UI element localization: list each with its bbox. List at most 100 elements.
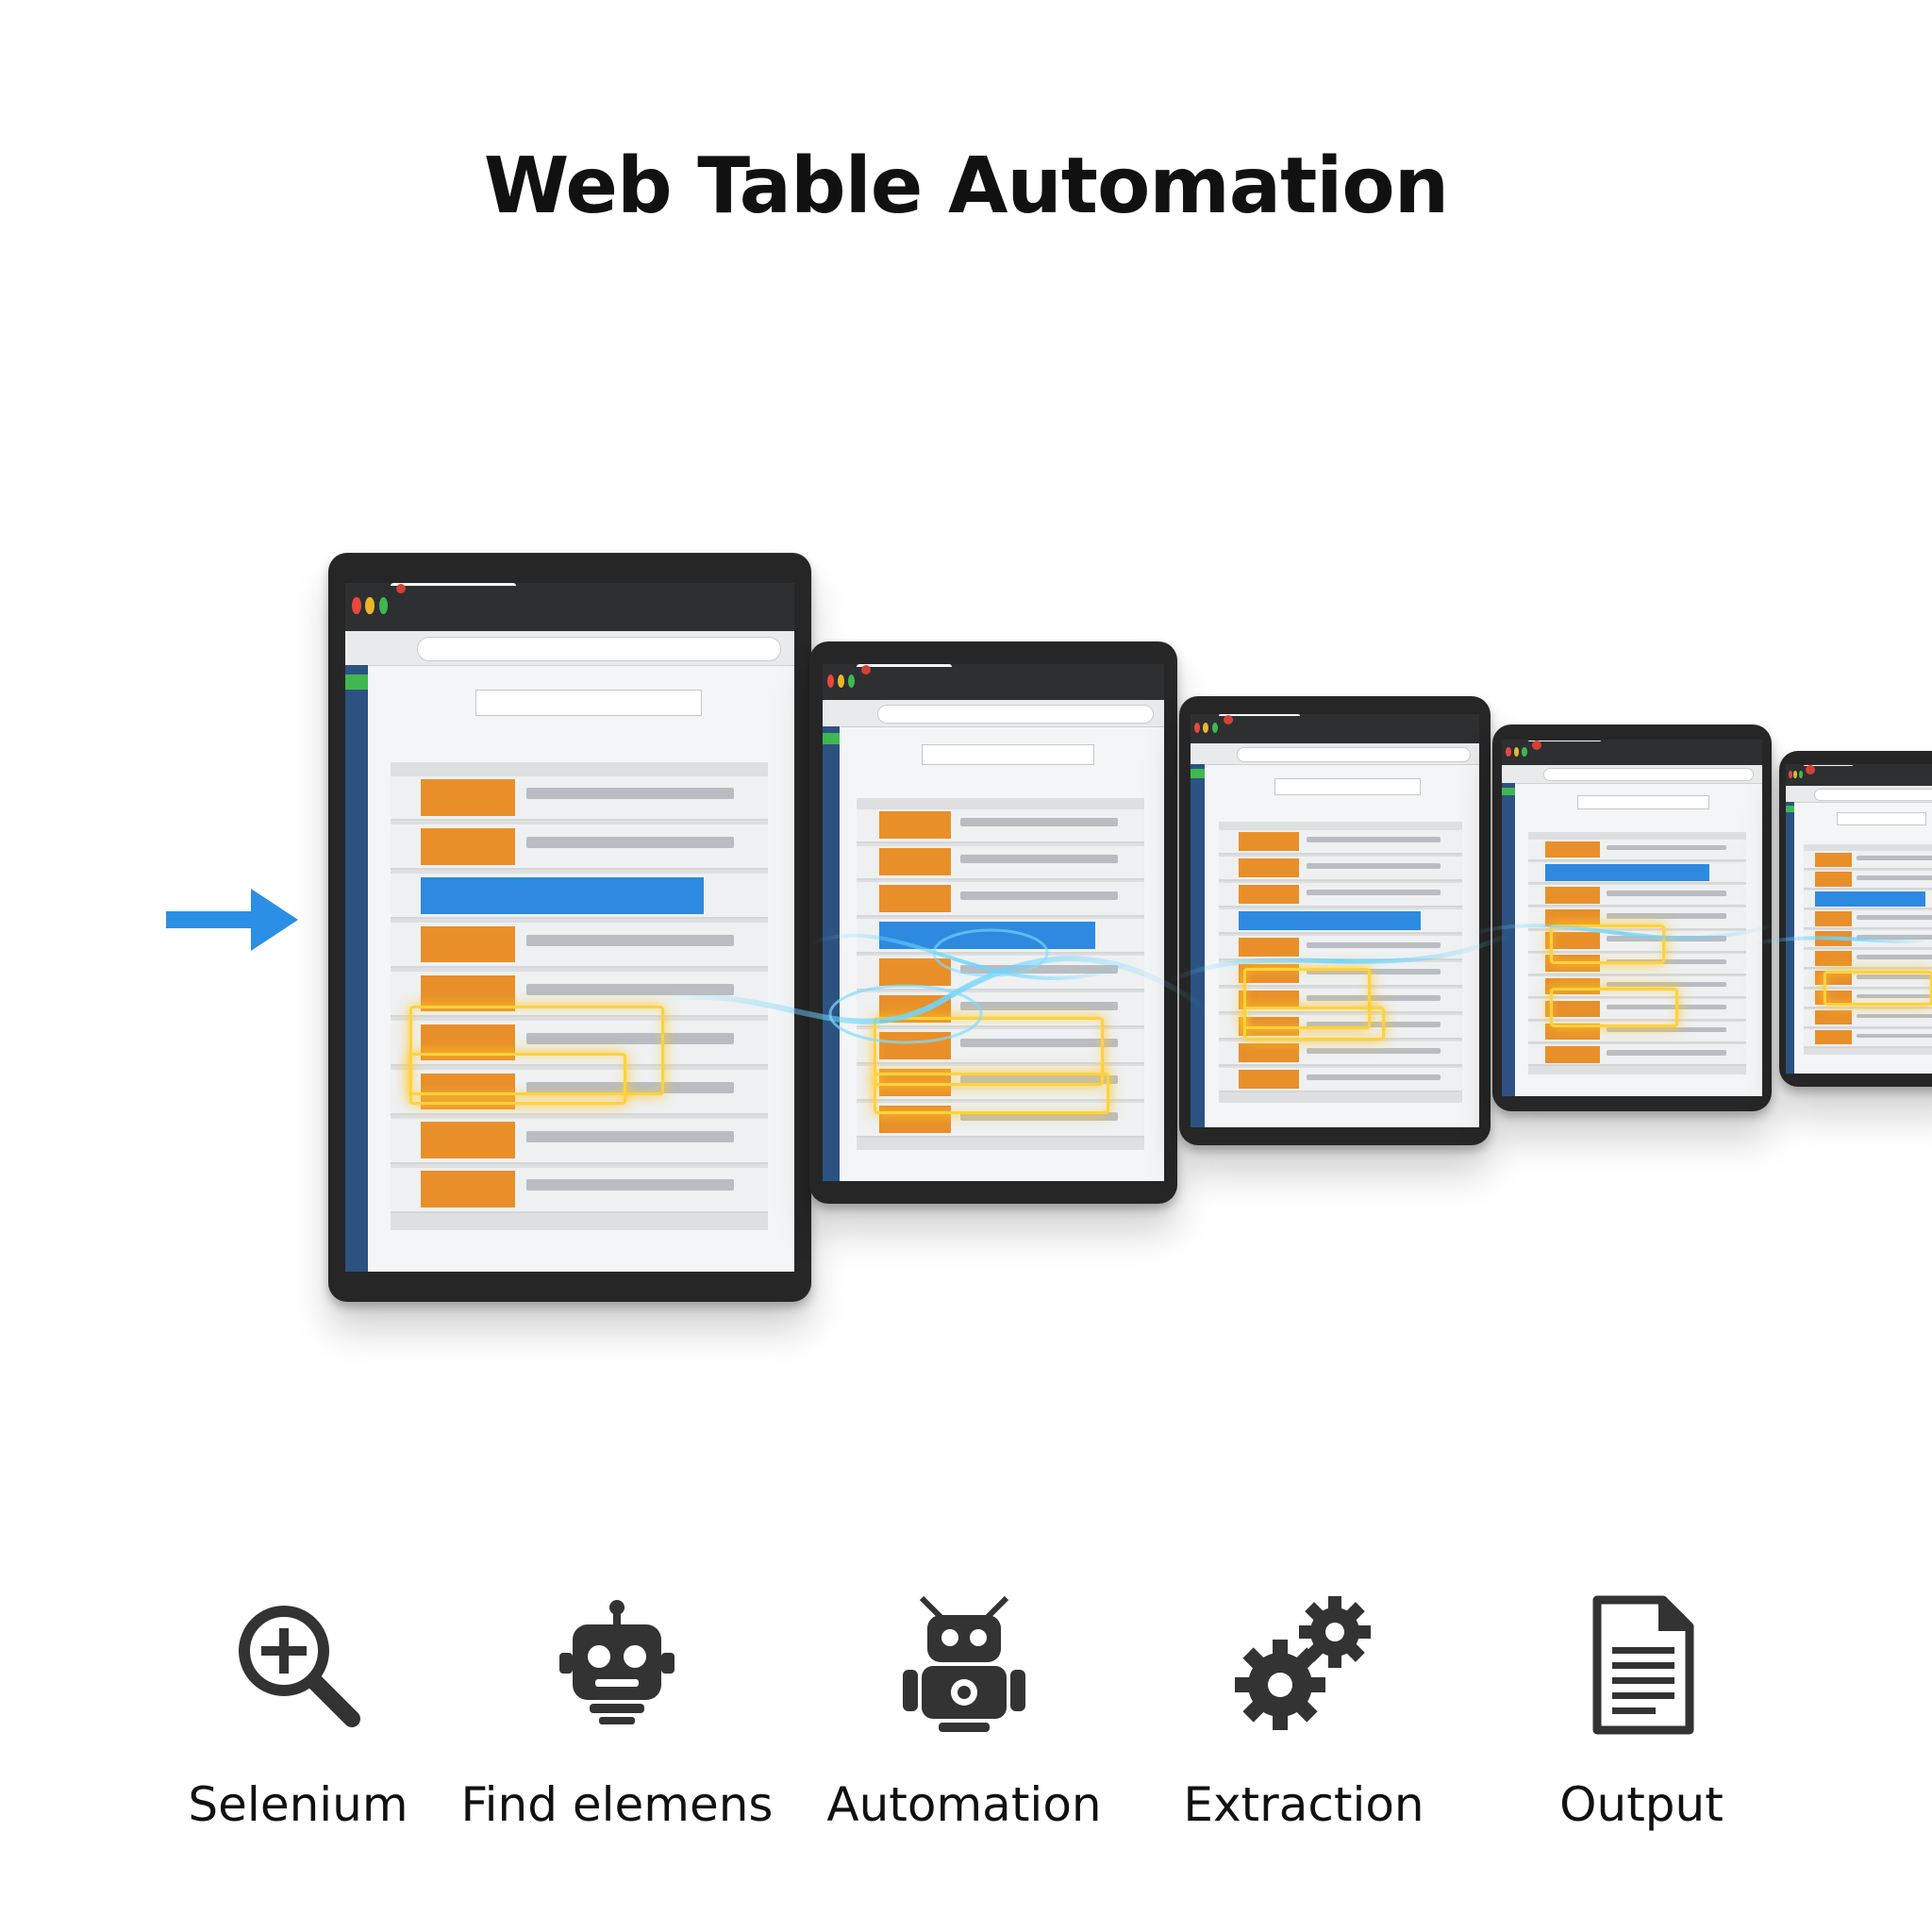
- browser-titlebar: [1502, 740, 1762, 765]
- table-row: [856, 919, 1144, 954]
- address-bar: [1786, 786, 1932, 803]
- table-cell-highlighted: [1815, 891, 1926, 907]
- url-field: [1236, 746, 1472, 762]
- table-cell-text: [1307, 994, 1441, 1001]
- maximize-dot-icon: [847, 675, 856, 689]
- maximize-dot-icon: [1211, 723, 1218, 734]
- search-input: [1274, 777, 1421, 795]
- selection-highlight: [1824, 971, 1932, 1007]
- table-cell-text: [1856, 914, 1932, 920]
- step-label: Automation: [826, 1777, 1102, 1832]
- table-row: [1803, 890, 1932, 910]
- browser-titlebar: [1190, 714, 1480, 743]
- table-cell-highlighted: [1545, 1045, 1601, 1063]
- browser-tab: [856, 664, 953, 675]
- app-sidebar: [822, 725, 840, 1182]
- table-row: [390, 1069, 768, 1115]
- search-input: [475, 689, 703, 717]
- table-cell-highlighted: [1238, 1016, 1300, 1037]
- table-row: [1527, 862, 1747, 885]
- browser-tab: [1803, 764, 1853, 774]
- app-sidebar: [344, 665, 368, 1273]
- table-row: [1803, 1008, 1932, 1028]
- step-output: Output: [1481, 1594, 1802, 1832]
- table-row: [390, 1167, 768, 1213]
- gears-icon: [1235, 1596, 1371, 1730]
- table-cell-text: [1856, 934, 1932, 940]
- table-row: [390, 923, 768, 969]
- step-label: Extraction: [1183, 1777, 1424, 1832]
- table-cell-text: [525, 1179, 734, 1191]
- table-cell-text: [1856, 1013, 1932, 1019]
- favicon-icon: [1806, 764, 1816, 774]
- web-table: [1527, 832, 1747, 1074]
- table-row: [856, 845, 1144, 880]
- browser-device-4: [1492, 724, 1772, 1111]
- table-cell-text: [525, 1032, 734, 1044]
- table-row: [856, 882, 1144, 917]
- close-dot-icon: [827, 675, 835, 689]
- table-row: [1803, 851, 1932, 871]
- table-cell-text: [1307, 941, 1441, 948]
- table-cell-text: [1607, 1026, 1727, 1033]
- table-cell-text: [959, 965, 1119, 974]
- table-cell-text: [1856, 856, 1932, 860]
- table-row: [1803, 969, 1932, 989]
- diagram-title: Web Table Automation: [483, 142, 1449, 231]
- minimize-dot-icon: [1513, 747, 1520, 757]
- table-cell-text: [959, 891, 1119, 901]
- table-cell-highlighted: [879, 885, 952, 913]
- table-cell-text: [1607, 891, 1727, 896]
- table-cell-text: [525, 1130, 734, 1142]
- minimize-dot-icon: [1793, 771, 1798, 779]
- table-cell-text: [1607, 1050, 1727, 1056]
- browser-device-1: [328, 553, 811, 1302]
- table-cell-text: [1607, 981, 1727, 988]
- table-cell-text: [1607, 1004, 1727, 1010]
- table-row: [390, 1118, 768, 1164]
- sidebar-tag: [1502, 787, 1516, 795]
- table-cell-text: [1856, 993, 1932, 999]
- selection-highlight: [408, 1052, 626, 1106]
- table-cell-highlighted: [1545, 863, 1709, 881]
- table-cell-text: [1307, 1074, 1441, 1080]
- robot-head-icon: [559, 1600, 675, 1724]
- table-row: [1219, 856, 1463, 882]
- table-cell-text: [1307, 862, 1441, 869]
- step-automation: Automation: [804, 1594, 1124, 1832]
- selection-highlight: [408, 1005, 664, 1096]
- document-icon: [1592, 1595, 1694, 1735]
- maximize-dot-icon: [1522, 747, 1527, 757]
- app-sidebar: [1502, 782, 1516, 1096]
- robot-icon: [903, 1595, 1025, 1732]
- table-cell-text: [959, 1074, 1119, 1084]
- browser-titlebar: [1786, 764, 1932, 787]
- table-cell-text: [1307, 889, 1441, 895]
- table-row: [1219, 935, 1463, 961]
- table-row: [390, 775, 768, 822]
- table-cell-highlighted: [1238, 1069, 1300, 1090]
- table-row: [1527, 1044, 1747, 1067]
- step-extraction: Extraction: [1143, 1594, 1464, 1832]
- table-cell-text: [1307, 1021, 1441, 1027]
- table-row: [856, 808, 1144, 844]
- browser-device-3: [1179, 696, 1491, 1145]
- table-row: [1803, 909, 1932, 930]
- table-cell-highlighted: [879, 958, 952, 987]
- table-cell-highlighted: [1238, 937, 1300, 958]
- table-row: [390, 874, 768, 920]
- favicon-icon: [1223, 714, 1233, 724]
- browser-device-5: [1779, 751, 1932, 1087]
- table-cell-highlighted: [1545, 1023, 1601, 1041]
- table-cell-highlighted: [1238, 858, 1300, 878]
- table-row: [1219, 1067, 1463, 1093]
- step-find-elements: Find elemens: [457, 1594, 777, 1832]
- table-cell-highlighted: [1545, 909, 1601, 926]
- search-input: [1836, 812, 1926, 825]
- app-sidebar: [1786, 801, 1795, 1074]
- table-cell-highlighted: [420, 1171, 515, 1208]
- sidebar-tag: [344, 675, 368, 691]
- web-table: [856, 798, 1144, 1151]
- table-row: [1527, 1022, 1747, 1044]
- minimize-dot-icon: [365, 597, 375, 615]
